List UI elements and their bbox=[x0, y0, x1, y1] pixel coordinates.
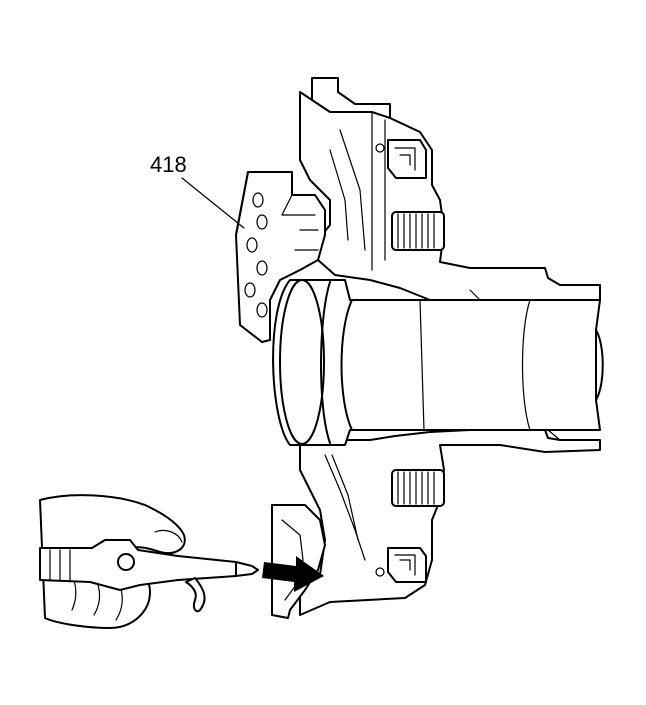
leader-line-418 bbox=[181, 177, 245, 229]
callout-418-label: 418 bbox=[150, 152, 187, 177]
hand-with-air-nozzle bbox=[39, 494, 259, 629]
lower-seal bbox=[375, 547, 427, 583]
lower-spring bbox=[391, 469, 445, 507]
component-418 bbox=[235, 171, 326, 343]
airflow-arrow bbox=[262, 556, 324, 592]
upper-seal bbox=[375, 139, 427, 179]
upper-spring bbox=[391, 211, 445, 251]
arrow-icon bbox=[262, 556, 324, 592]
upper-housing bbox=[299, 91, 601, 301]
lower-housing bbox=[299, 429, 601, 616]
hub-shaft bbox=[272, 279, 604, 446]
air-nozzle-tip bbox=[235, 561, 259, 577]
hub-outer bbox=[272, 279, 601, 446]
air-nozzle-trigger bbox=[185, 577, 206, 613]
callout-418: 418 bbox=[150, 152, 245, 229]
hub-opening bbox=[279, 279, 325, 445]
